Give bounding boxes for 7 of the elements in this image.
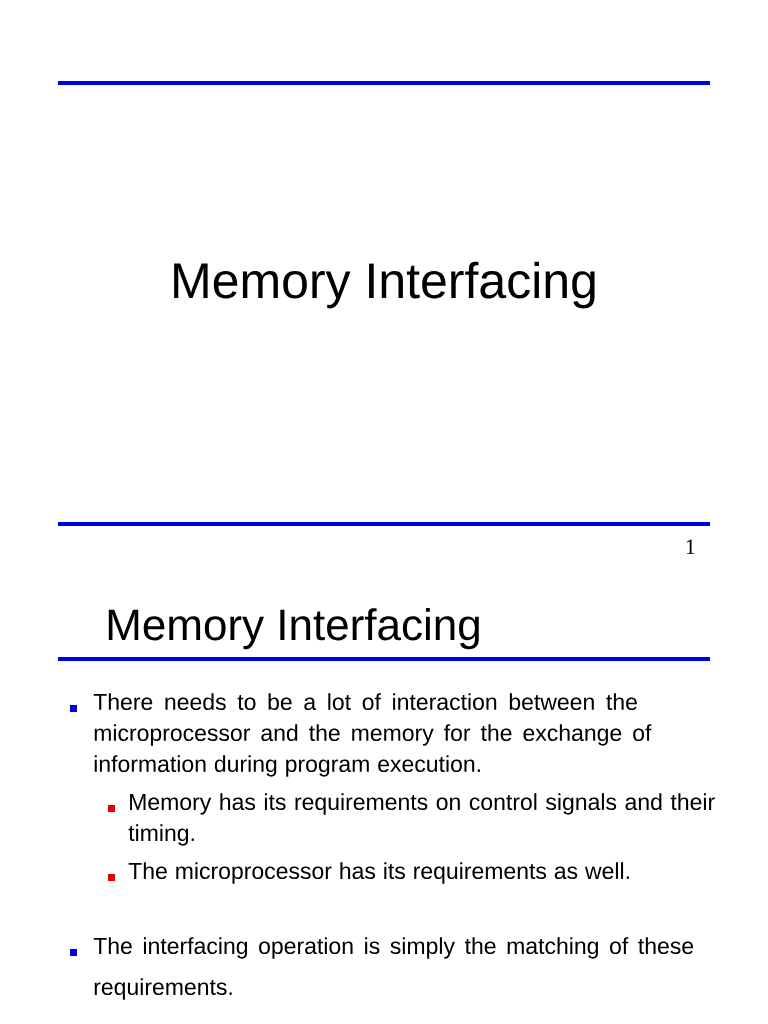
bullet-text: The microprocessor has its requirements as well. [128, 862, 629, 884]
slide-heading: Memory Interfacing [108, 608, 479, 650]
slide-title: Memory Interfacing [174, 261, 595, 309]
bullet-text: Memory has its requirements on control signals and their timing. [128, 793, 715, 846]
slide-number: 1 [686, 539, 695, 554]
bullet-text: There needs to be a lot of interaction between the microprocessor and the memory for the exchange of information during program execution. [93, 693, 652, 777]
bullet-text: The interfacing operation is simply the matching of these requirements. [93, 937, 694, 1000]
